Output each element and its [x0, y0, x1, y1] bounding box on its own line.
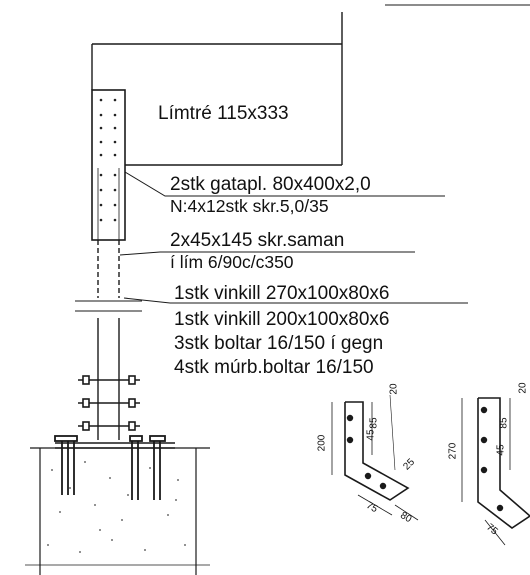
anchor-bolts [54, 435, 166, 500]
angle-270-dim-85: 85 [498, 417, 510, 429]
hardware-item-4: 4stk múrb.boltar 16/150 [174, 357, 374, 378]
callout-1-line-2: N:4x12stk skr.5,0/35 [170, 196, 329, 216]
callout-2-line-2: í lím 6/90c/c350 [170, 252, 294, 272]
base-plate [55, 442, 175, 449]
hardware-item-1: 1stk vinkill 270x100x80x6 [174, 283, 390, 304]
angle-bracket-270 [461, 397, 530, 546]
leader-lines [119, 171, 468, 304]
angle-200-dim-20: 20 [388, 383, 400, 395]
angle-270-dim-45: 45 [495, 444, 507, 456]
beam-label: Límtré 115x333 [158, 103, 289, 124]
angle-200-dim-85: 85 [368, 417, 380, 429]
angle-270-height-dim: 270 [447, 442, 459, 460]
callout-1-line-1: 2stk gatapl. 80x400x2,0 [170, 174, 371, 195]
hardware-item-3: 3stk boltar 16/150 í gegn [174, 333, 384, 354]
glulam-beam [91, 12, 343, 166]
callout-2-line-1: 2x45x145 skr.saman [170, 230, 345, 251]
screw-pattern [99, 98, 117, 222]
through-bolts [78, 375, 140, 431]
timber-column [75, 89, 142, 440]
concrete-foundation [25, 447, 210, 575]
angle-200-height-dim: 200 [316, 434, 328, 452]
concrete-hatch [47, 461, 186, 553]
hardware-item-2: 1stk vinkill 200x100x80x6 [174, 309, 390, 330]
angle-200-dim-45: 45 [365, 429, 377, 441]
angle-270-dim-20: 20 [517, 382, 529, 394]
angle-bracket-200 [331, 394, 419, 521]
